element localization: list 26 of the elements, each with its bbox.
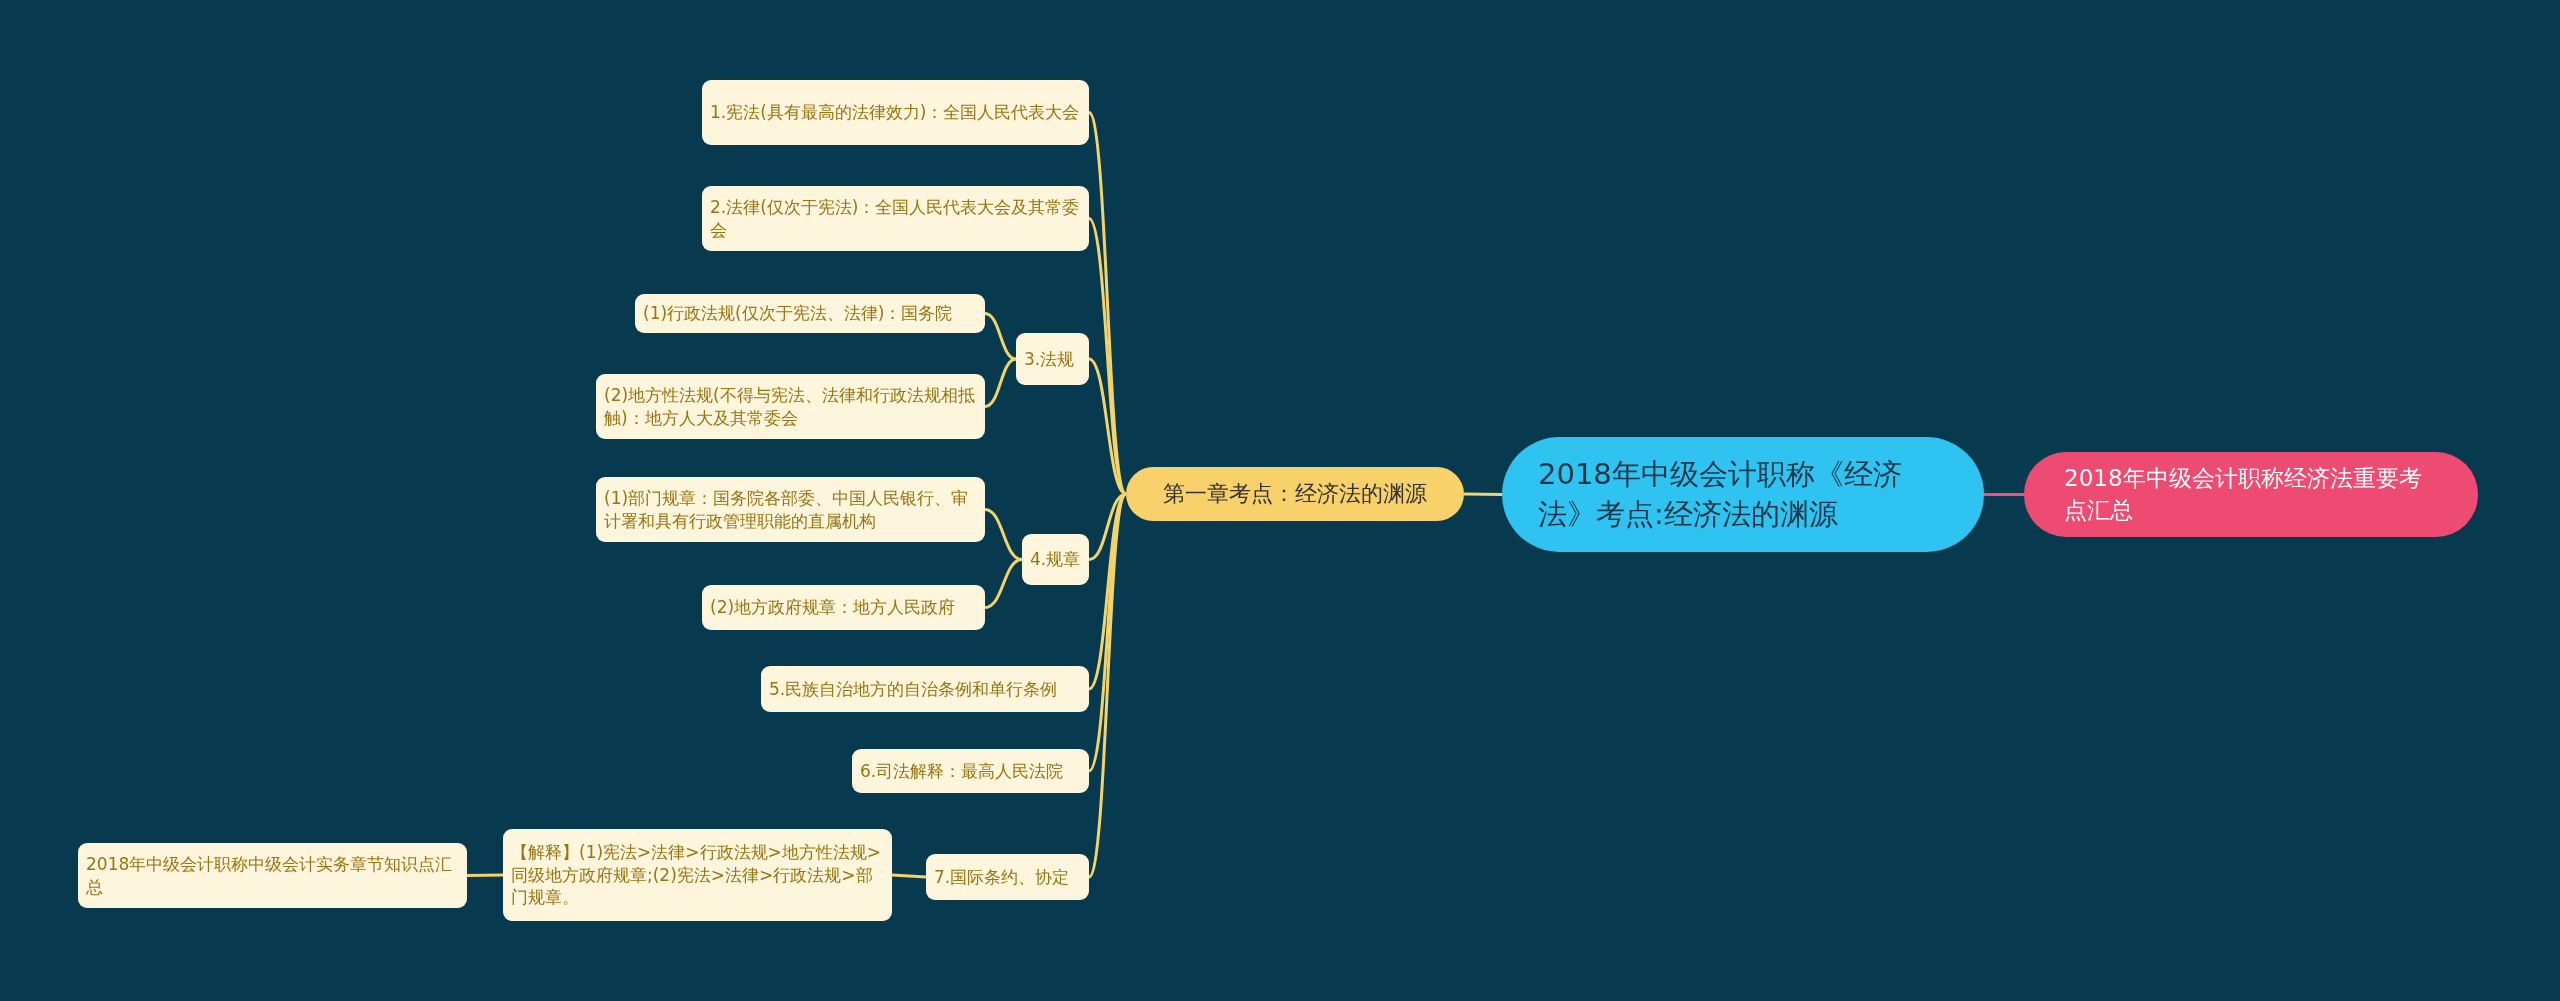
connector-line: [1463, 492, 1503, 496]
connector-line: [984, 312, 1017, 361]
connector-line: [984, 508, 1023, 561]
connector-line: [984, 558, 1023, 609]
topic-box: (2)地方政府规章：地方人民政府: [702, 585, 985, 630]
topic-box: (2)地方性法规(不得与宪法、法律和行政法规相抵触)：地方人大及其常委会: [596, 374, 985, 439]
connector-line: [1087, 217, 1128, 495]
connector-line: [1087, 493, 1128, 878]
topic-box: 5.民族自治地方的自治条例和单行条例: [761, 666, 1089, 712]
topic-box: 4.规章: [1022, 534, 1089, 585]
topic-box: 6.司法解释：最高人民法院: [852, 749, 1089, 793]
topic-box: 2.法律(仅次于宪法)：全国人民代表大会及其常委会: [702, 186, 1089, 251]
topic-box: (1)部门规章：国务院各部委、中国人民银行、审计署和具有行政管理职能的直属机构: [596, 477, 985, 542]
connector-line: [984, 357, 1017, 408]
connector-line: [1984, 493, 2024, 496]
topic-box: 2018年中级会计职称经济法重要考点汇总: [2024, 452, 2478, 537]
topic-box: 【解释】(1)宪法>法律>行政法规>地方性法规>同级地方政府规章;(2)宪法>法律>行政法规>部门规章。: [503, 829, 892, 921]
connector-line: [891, 873, 927, 879]
central-topic: 2018年中级会计职称《经济法》考点:经济法的渊源: [1502, 437, 1984, 552]
topic-box: 3.法规: [1016, 333, 1089, 385]
topic-box: (1)行政法规(仅次于宪法、法律)：国务院: [635, 294, 985, 333]
topic-box: 2018年中级会计职称中级会计实务章节知识点汇总: [78, 843, 467, 908]
connector-line: [466, 873, 504, 877]
topic-box: 1.宪法(具有最高的法律效力)：全国人民代表大会: [702, 80, 1089, 145]
topic-box: 7.国际条约、协定: [926, 854, 1089, 900]
topic-box: 第一章考点：经济法的渊源: [1126, 467, 1464, 521]
